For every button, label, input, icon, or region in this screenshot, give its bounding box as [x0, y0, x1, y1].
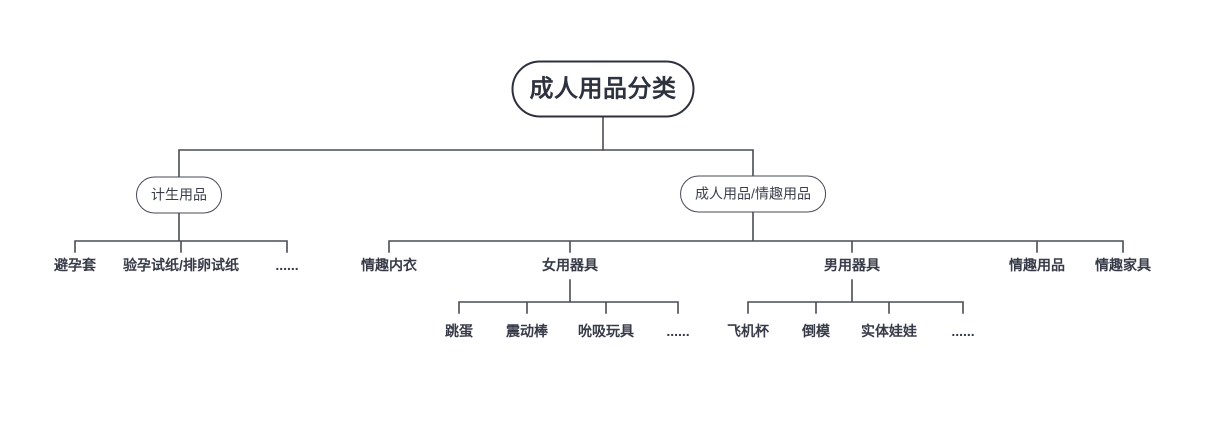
node-root-adult-products-classification[interactable]: 成人用品分类 [511, 60, 695, 118]
leaf-novelty-furniture[interactable]: 情趣家具 [1095, 257, 1151, 273]
connector-level2 [178, 149, 754, 179]
connector-female-devices [458, 279, 679, 314]
leaf-ellipsis-male-devices[interactable]: ...... [951, 323, 975, 339]
connector-adult-novelty [388, 212, 1124, 253]
leaf-bullet-vibrator[interactable]: 跳蛋 [445, 323, 473, 339]
node-adult-novelty-products[interactable]: 成人用品/情趣用品 [680, 175, 826, 213]
leaf-vibrating-wand[interactable]: 震动棒 [506, 323, 548, 339]
node-male-devices[interactable]: 男用器具 [824, 257, 880, 273]
leaf-molded-toy[interactable]: 倒模 [802, 323, 830, 339]
leaf-ellipsis-female-devices[interactable]: ...... [666, 323, 690, 339]
node-family-planning-supplies[interactable]: 计生用品 [136, 176, 222, 214]
node-female-devices[interactable]: 女用器具 [542, 257, 598, 273]
leaf-condoms[interactable]: 避孕套 [54, 257, 96, 273]
connector-family-planning [74, 213, 288, 253]
leaf-pregnancy-ovulation-test-strips[interactable]: 验孕试纸/排卵试纸 [123, 257, 239, 273]
leaf-novelty-products[interactable]: 情趣用品 [1009, 257, 1065, 273]
leaf-novelty-lingerie[interactable]: 情趣内衣 [361, 257, 417, 273]
connector-male-devices [747, 279, 964, 314]
leaf-masturbation-cup[interactable]: 飞机杯 [727, 323, 769, 339]
leaf-realistic-doll[interactable]: 实体娃娃 [861, 323, 917, 339]
leaf-suction-toy[interactable]: 吮吸玩具 [578, 323, 634, 339]
leaf-ellipsis-family-planning[interactable]: ...... [275, 257, 299, 273]
